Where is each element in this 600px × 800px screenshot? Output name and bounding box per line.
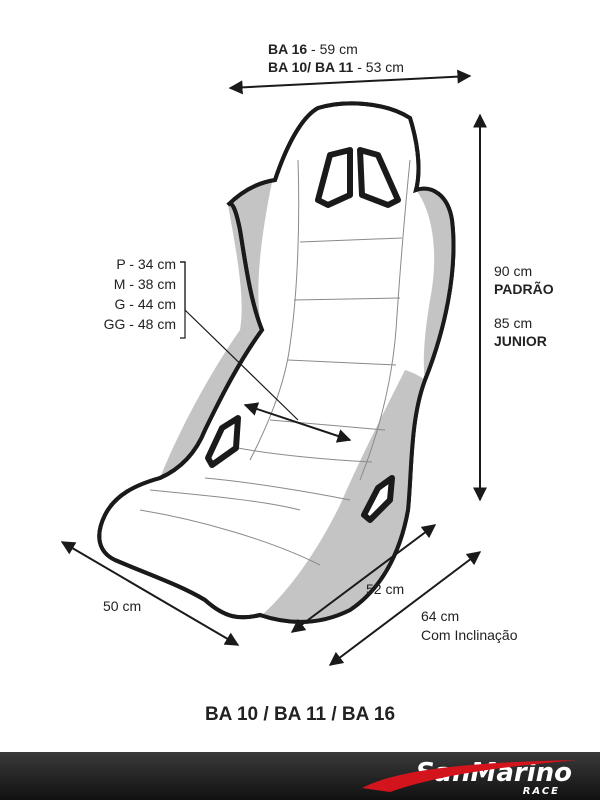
- height-junior-label: JUNIOR: [494, 333, 547, 349]
- arrow-depth-left: [60, 541, 240, 646]
- depth-left-label: 50 cm: [103, 598, 142, 614]
- depth-incline-value: 64 cm: [421, 608, 460, 624]
- width-top-line1: BA 16 - 59 cm: [268, 40, 358, 58]
- depth-incline-label: Com Inclinação: [421, 627, 518, 643]
- size-p: P - 34 cm: [116, 256, 176, 272]
- brand-footer: SanMarino RACE: [0, 752, 600, 800]
- right-shoulder-panel: [416, 188, 454, 380]
- left-side-panel: [160, 182, 272, 478]
- brand-sub: RACE: [522, 786, 560, 797]
- harness-slot-left: [315, 147, 353, 208]
- width-top-value1: - 59 cm: [307, 41, 358, 57]
- size-bracket: [180, 261, 186, 339]
- height-junior-value: 85 cm: [494, 315, 533, 331]
- size-g: G - 44 cm: [114, 296, 176, 312]
- size-gg: GG - 48 cm: [103, 316, 176, 332]
- height-standard-label: PADRÃO: [494, 281, 554, 297]
- seat-diagram: [60, 69, 487, 666]
- belt-slot-left: [205, 415, 241, 468]
- seat-drawing: [97, 101, 456, 624]
- arrow-seat-width: [243, 402, 352, 443]
- width-top-model2: BA 10/ BA 11: [268, 59, 354, 75]
- height-standard-value: 90 cm: [494, 263, 533, 279]
- harness-slot-right: [357, 147, 401, 208]
- width-top-value2: - 53 cm: [353, 59, 404, 75]
- dimension-arrows: [60, 69, 487, 666]
- belt-slot-right: [361, 475, 395, 523]
- size-m: M - 38 cm: [113, 276, 176, 292]
- depth-bottom-label: 52 cm: [366, 581, 405, 597]
- model-title: BA 10 / BA 11 / BA 16: [204, 704, 396, 725]
- brand-swoosh-icon: [362, 760, 578, 792]
- arrow-depth-incline: [328, 551, 482, 666]
- width-top-line2: BA 10/ BA 11 - 53 cm: [268, 58, 404, 76]
- arrow-top-width: [228, 69, 472, 95]
- width-top-model1: BA 16: [268, 41, 308, 57]
